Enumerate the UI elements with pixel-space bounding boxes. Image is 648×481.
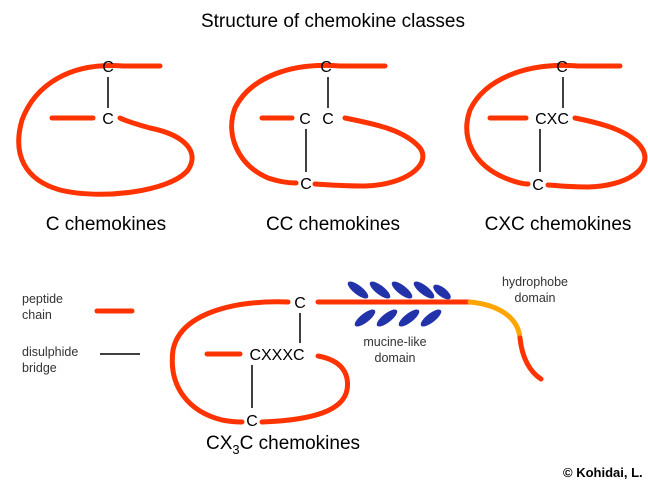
cx3c-motif: CXXXC — [249, 347, 304, 364]
cx3c-peptide-chain-loop — [169, 299, 291, 425]
hydrophobe-domain-label-line2: domain — [515, 291, 556, 305]
c-chemokine-structure: C C C chemokines — [16, 59, 195, 235]
cc-bottom-cysteine: C — [300, 176, 312, 193]
cc-middle-cysteine-1: C — [299, 111, 311, 128]
cx3c-label-subscript: 3 — [232, 442, 239, 457]
cc-chemokines-label: CC chemokines — [266, 214, 400, 235]
cc-top-cysteine: C — [320, 59, 332, 76]
c-chemokines-label: C chemokines — [46, 214, 166, 235]
legend-disulphide-label-line1: disulphide — [22, 345, 78, 359]
cx3c-peptide-chain-right — [259, 353, 351, 425]
glycan-upper-4 — [413, 281, 435, 299]
cx3c-chemokines-label: CX3C chemokines — [206, 433, 360, 457]
copyright-credit: © Kohidai, L. — [563, 465, 643, 480]
c-middle-cysteine: C — [102, 111, 114, 128]
cxc-top-cysteine: C — [556, 59, 568, 76]
cxc-peptide-chain — [464, 62, 623, 187]
c-peptide-chain — [16, 63, 195, 197]
glycan-upper-1 — [347, 281, 369, 299]
glycan-upper-5 — [433, 284, 451, 300]
cc-peptide-chain — [229, 62, 388, 186]
glycan-lower-4 — [420, 309, 442, 327]
cx3c-label-suffix: C chemokines — [240, 433, 360, 454]
cxc-chemokine-structure: C CXC C CXC chemokines — [464, 59, 648, 235]
cc-chemokine-structure: C C C C CC chemokines — [229, 59, 426, 235]
legend-peptide-label-line1: peptide — [22, 292, 63, 306]
cc-middle-cysteine-2: C — [322, 111, 334, 128]
glycan-lower-2 — [376, 309, 398, 327]
cx3c-hydrophobe-domain — [467, 299, 523, 341]
cc-peptide-chain-right — [312, 115, 426, 189]
cx3c-bottom-cysteine: C — [246, 413, 258, 430]
c-top-cysteine: C — [102, 59, 114, 76]
glycan-upper-3 — [391, 281, 413, 299]
cx3c-top-cysteine: C — [294, 295, 306, 312]
mucine-domain-label-line2: domain — [375, 351, 416, 365]
cxc-chemokines-label: CXC chemokines — [485, 214, 632, 235]
glycan-lower-3 — [398, 309, 420, 327]
diagram-title: Structure of chemokine classes — [201, 11, 465, 32]
glycan-upper-2 — [369, 281, 391, 299]
cxc-bottom-cysteine: C — [532, 177, 544, 194]
mucine-domain-label-line1: mucine-like — [363, 335, 426, 349]
hydrophobe-domain-label-line1: hydrophobe — [502, 275, 568, 289]
mucin-glycans — [347, 281, 451, 327]
cx3c-label-prefix: CX — [206, 433, 233, 454]
cxc-motif: CXC — [535, 111, 569, 128]
legend: peptide chain disulphide bridge — [22, 292, 140, 375]
cx3c-cytoplasmic-tail — [517, 335, 544, 382]
cxc-peptide-chain-right — [545, 115, 648, 190]
legend-disulphide-label-line2: bridge — [22, 361, 57, 375]
legend-peptide-label-line2: chain — [22, 308, 52, 322]
glycan-lower-1 — [354, 309, 376, 327]
cx3c-chemokine-structure: C CXXXC C mucine-like domain hydrophobe … — [169, 275, 568, 457]
